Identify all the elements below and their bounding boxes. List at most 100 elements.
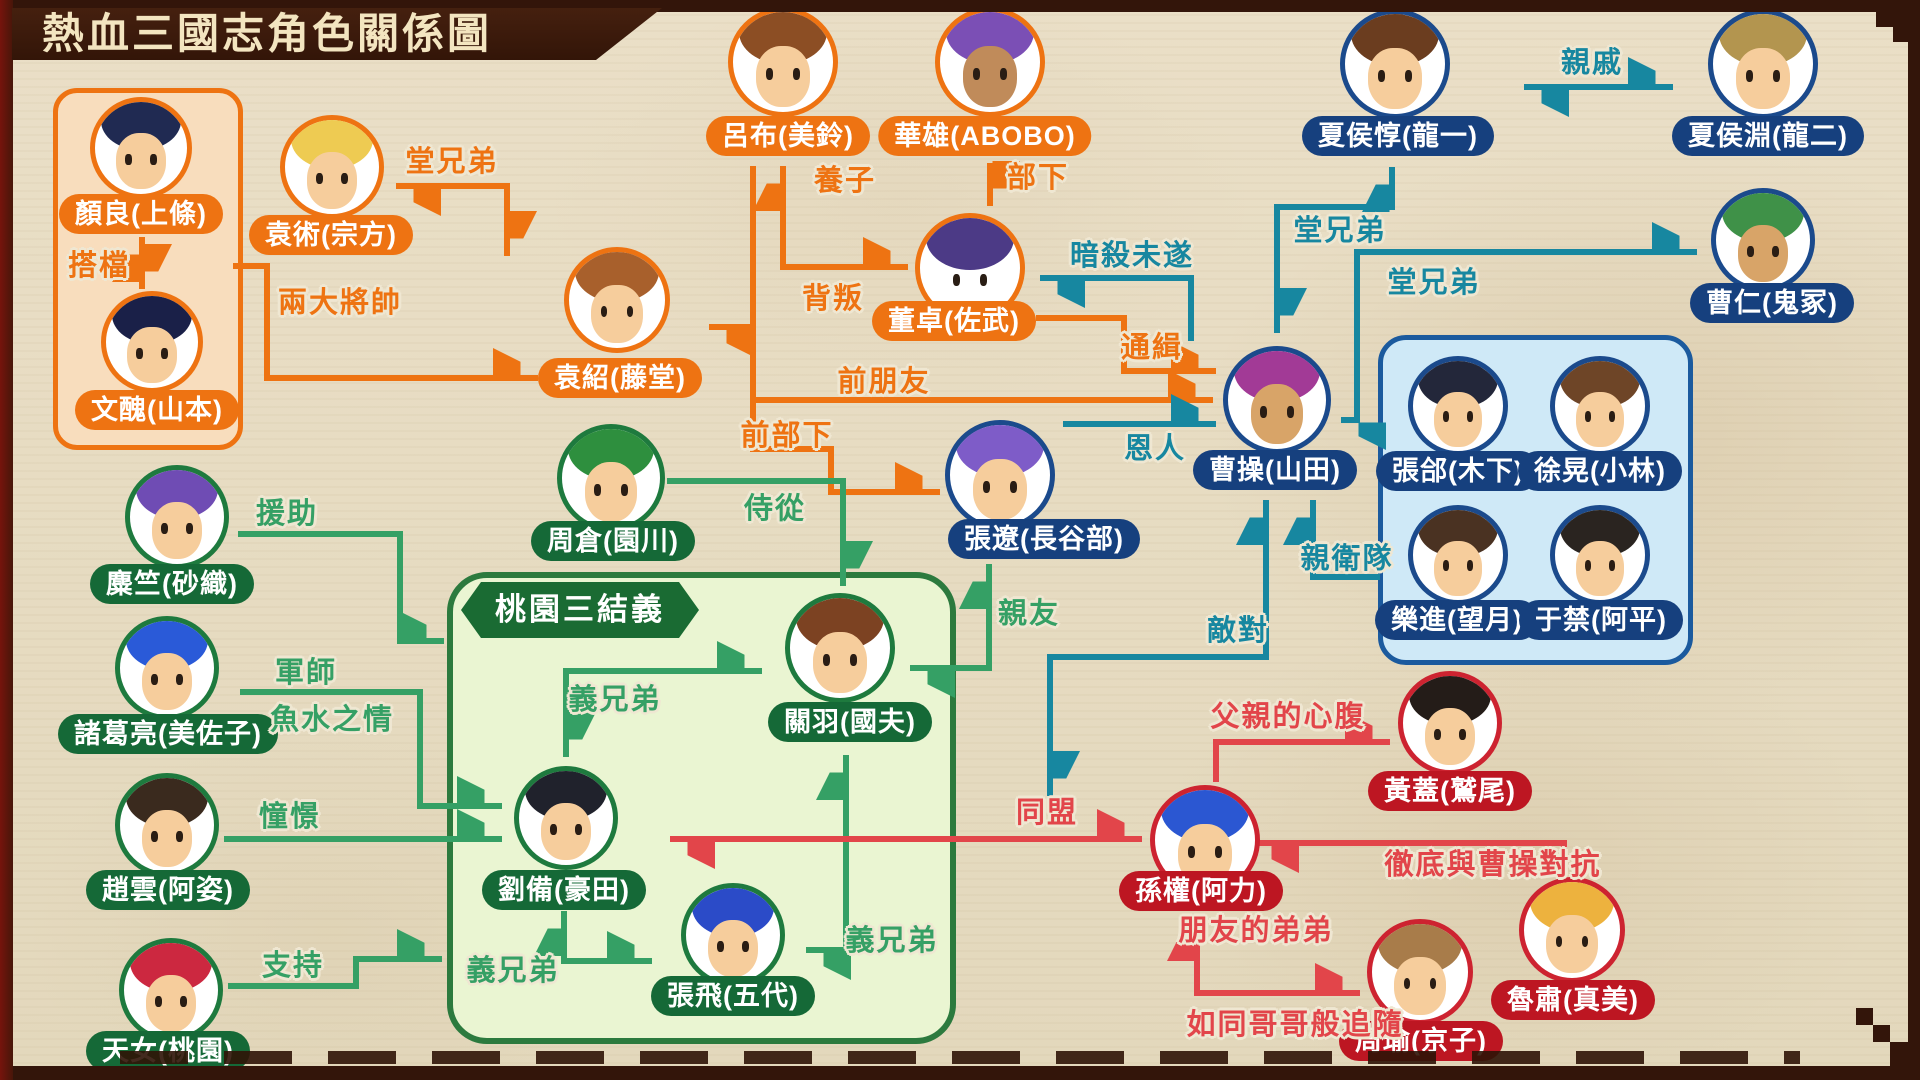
- avatar-zhangliao: [945, 420, 1055, 530]
- avatar-face: [116, 133, 166, 190]
- corner-pixel-decoration: [1873, 1025, 1890, 1042]
- character-name-zhangfei: 張飛(五代): [651, 976, 815, 1016]
- avatar-eye: [151, 673, 158, 685]
- character-name-zhugeliang: 諸葛亮(美佐子): [58, 714, 278, 754]
- avatar-eye: [1459, 728, 1466, 740]
- character-name-lvbu: 呂布(美鈴): [706, 116, 870, 156]
- avatar-face: [756, 46, 810, 107]
- avatar-eye: [161, 522, 168, 534]
- avatar-wenchou: [101, 291, 203, 393]
- taoyuan-banner: 桃園三結義: [461, 582, 699, 638]
- avatar-eye: [161, 347, 168, 359]
- relationship-label-6: 前朋友: [837, 366, 931, 398]
- edge-qinyou: [910, 564, 992, 668]
- avatar-face: [1575, 540, 1625, 596]
- avatar-lusu: [1519, 877, 1625, 983]
- relationship-label-23: 義兄弟: [568, 684, 662, 716]
- edge-pengyoudidi: [1197, 916, 1360, 996]
- avatar-eye: [1010, 481, 1017, 493]
- relationship-label-26: 同盟: [1015, 797, 1079, 829]
- avatar-face: [584, 462, 638, 523]
- avatar-face: [145, 974, 197, 1033]
- edge-fuqindexinfu: [1213, 742, 1390, 782]
- avatar-eye: [176, 673, 183, 685]
- relationship-label-16: 援助: [255, 498, 319, 530]
- relationship-label-13: 親戚: [1560, 47, 1624, 79]
- avatar-eye: [1467, 560, 1474, 572]
- avatar-eye: [1773, 70, 1780, 82]
- avatar-face: [151, 501, 203, 560]
- relationship-label-9: 暗殺未遂: [1069, 240, 1195, 272]
- avatar-face: [540, 802, 592, 861]
- avatar-face: [1433, 391, 1483, 447]
- bottom-dash-decoration: [120, 1051, 1800, 1064]
- character-name-huaxiong: 華雄(ABOBO): [878, 116, 1092, 156]
- avatar-eye: [125, 153, 132, 165]
- avatar-zhugeliang: [115, 616, 219, 720]
- character-name-sunquan: 孫權(阿力): [1119, 871, 1283, 911]
- avatar-eye: [151, 830, 158, 842]
- avatar-face: [1394, 956, 1446, 1016]
- frame-border-bottom: [0, 1066, 1920, 1080]
- character-name-zhaoyun: 趙雲(阿姿): [86, 870, 250, 910]
- relationship-label-17: 軍師: [274, 657, 338, 689]
- avatar-face: [1433, 540, 1483, 596]
- character-name-zhangliao: 張遼(長谷部): [948, 519, 1140, 559]
- avatar-zhangfei: [681, 883, 785, 987]
- edge-lvbu-yuanshao: [709, 166, 756, 327]
- edge-didui: [1047, 500, 1269, 796]
- avatar-face: [591, 284, 643, 344]
- avatar-face: [127, 327, 177, 384]
- title-bar: 熱血三國志角色關係圖: [12, 8, 662, 60]
- avatar-face: [1368, 48, 1422, 109]
- character-name-lusu: 魯肅(真美): [1491, 980, 1655, 1020]
- relationship-label-8: 通緝: [1120, 332, 1184, 364]
- avatar-yanliang: [90, 97, 192, 199]
- avatar-yuanshao: [564, 247, 670, 353]
- relationship-label-10: 恩人: [1123, 433, 1187, 465]
- edge-yixiongdi-lg: [563, 671, 762, 757]
- frame-border-left: [0, 0, 13, 1080]
- avatar-caoren: [1711, 188, 1815, 292]
- avatar-hair: [926, 218, 1014, 270]
- character-name-xuhuang: 徐晃(小林): [1518, 451, 1682, 491]
- character-name-dongzhuo: 董卓(佐武): [872, 301, 1036, 341]
- character-name-yuanshu: 袁術(宗方): [249, 215, 413, 255]
- avatar-eye: [1442, 560, 1449, 572]
- avatar-face: [141, 652, 193, 711]
- avatar-xiahoudun: [1340, 9, 1450, 119]
- avatar-eye: [155, 995, 162, 1007]
- relationship-label-1: 堂兄弟: [405, 146, 499, 178]
- avatar-liubei: [514, 766, 618, 870]
- avatar-face: [306, 151, 358, 210]
- edge-junshi: [240, 689, 502, 809]
- avatar-yuejin: [1408, 505, 1508, 605]
- avatar-eye: [176, 830, 183, 842]
- avatar-mizhu: [125, 465, 229, 569]
- edge-liangdajiangshuai: [233, 263, 538, 381]
- avatar-eye: [742, 940, 749, 952]
- character-name-liubei: 劉備(豪田): [482, 870, 646, 910]
- relationship-label-7: 前部下: [740, 420, 834, 452]
- character-name-yuejin: 樂進(望月): [1375, 600, 1539, 640]
- edge-tangxiongdi-dun: [1274, 167, 1395, 333]
- avatar-lvbu: [728, 7, 838, 117]
- avatar-eye: [973, 68, 980, 80]
- relationship-label-24: 義兄弟: [466, 955, 560, 987]
- avatar-yujin: [1550, 505, 1650, 605]
- relationship-label-20: 支持: [261, 950, 325, 982]
- avatar-xiahouyuan: [1708, 9, 1818, 119]
- relationship-label-18: 魚水之情: [269, 704, 395, 736]
- avatar-face: [813, 632, 867, 693]
- edge-yangzi-beipan: [783, 166, 908, 270]
- avatar-eye: [594, 483, 602, 496]
- avatar-eye: [620, 483, 628, 496]
- relationship-label-22: 親友: [997, 598, 1061, 630]
- edge-shicong: [667, 478, 843, 586]
- avatar-eye: [1746, 70, 1753, 82]
- avatar-eye: [1378, 70, 1385, 82]
- avatar-eye: [1403, 977, 1411, 990]
- avatar-eye: [980, 274, 987, 286]
- avatar-eye: [983, 481, 990, 493]
